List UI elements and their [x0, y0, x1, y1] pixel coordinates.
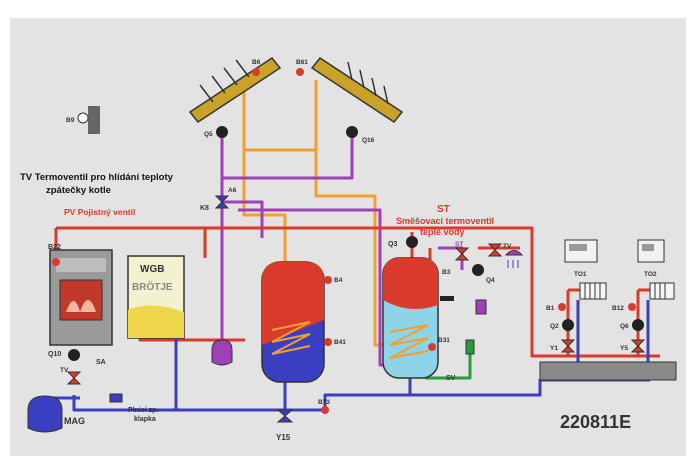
expansion-tank-mag	[27, 395, 63, 433]
tag-b22: B22	[48, 244, 61, 251]
tag-q5: Q5	[204, 131, 213, 138]
sv-tag: SV	[446, 375, 456, 382]
pipe-red-main	[56, 226, 534, 248]
tag-b9: B9	[66, 117, 75, 124]
room-controller-to2	[637, 239, 665, 263]
tag-tv: TV	[60, 367, 69, 374]
tag-y5: Y5	[620, 345, 628, 352]
pipe-purple-k8	[222, 200, 264, 238]
tv-note-line1: TV Termoventil pro hlídání teploty	[20, 172, 174, 183]
shower-icon	[504, 250, 524, 268]
room-controller-to1	[564, 239, 598, 263]
st-note-line2: Směšovací termoventil	[396, 216, 494, 226]
st-note-line3: teplé vody	[420, 227, 465, 237]
plnici-label-line1: Plnicí zp.	[128, 407, 158, 414]
purple-expansion-tank	[211, 339, 233, 366]
tag-q4: Q4	[486, 277, 495, 284]
mag-label: MAG	[64, 416, 85, 426]
tag-k8: K8	[200, 205, 209, 212]
tag-q6: Q6	[620, 323, 629, 330]
radiator-c1	[579, 282, 607, 300]
tag-b3: B3	[442, 269, 451, 276]
tag-b61: B61	[296, 59, 308, 66]
tag-tv2: TV	[503, 243, 512, 250]
diagram-code: 220811E	[560, 412, 631, 432]
tag-sa: SA	[96, 359, 106, 366]
dhw-storage-tank	[382, 257, 439, 379]
tag-b6: B6	[252, 59, 261, 66]
tag-q10: Q10	[48, 351, 61, 358]
tag-to2: TO2	[644, 271, 657, 278]
solar-collector-right	[310, 56, 404, 124]
pipe-solar-purple-top	[220, 130, 354, 180]
tag-q3: Q3	[388, 241, 397, 248]
tag-q16: Q16	[362, 137, 375, 144]
tag-b12: B12	[612, 305, 624, 312]
brotje-label: BRÖTJE	[132, 280, 173, 293]
buffer-tank	[261, 261, 325, 383]
tag-b31: B31	[438, 337, 450, 344]
components	[52, 68, 646, 423]
tag-to1: TO1	[574, 271, 587, 278]
tag-y1: Y1	[550, 345, 558, 352]
outdoor-sensor-icon	[77, 106, 100, 134]
tag-b4: B4	[334, 277, 343, 284]
pv-note: PV Pojistný ventil	[64, 207, 135, 217]
tv-note-line2: zpátečky kotle	[46, 185, 111, 196]
tag-b41: B41	[334, 339, 346, 346]
pipe-red-circuits	[530, 248, 660, 358]
tag-y15: Y15	[276, 433, 291, 442]
labels: TV Termoventil pro hlídání teploty zpáte…	[20, 59, 657, 442]
tag-b73: B73	[318, 399, 330, 406]
wgb-label: WGB	[140, 264, 164, 275]
st-note-line1: ST	[437, 204, 450, 215]
circuit-base	[539, 361, 677, 381]
wgb-boiler	[127, 255, 185, 339]
tag-st: ST	[455, 241, 463, 248]
tag-a6: A6	[228, 187, 237, 194]
radiator-c2	[649, 282, 675, 300]
boiler	[49, 249, 113, 346]
plnici-label-line2: klapka	[134, 416, 156, 423]
tag-b1: B1	[546, 305, 555, 312]
tag-q2: Q2	[550, 323, 559, 330]
pipe-solar-orange-left	[242, 80, 287, 262]
